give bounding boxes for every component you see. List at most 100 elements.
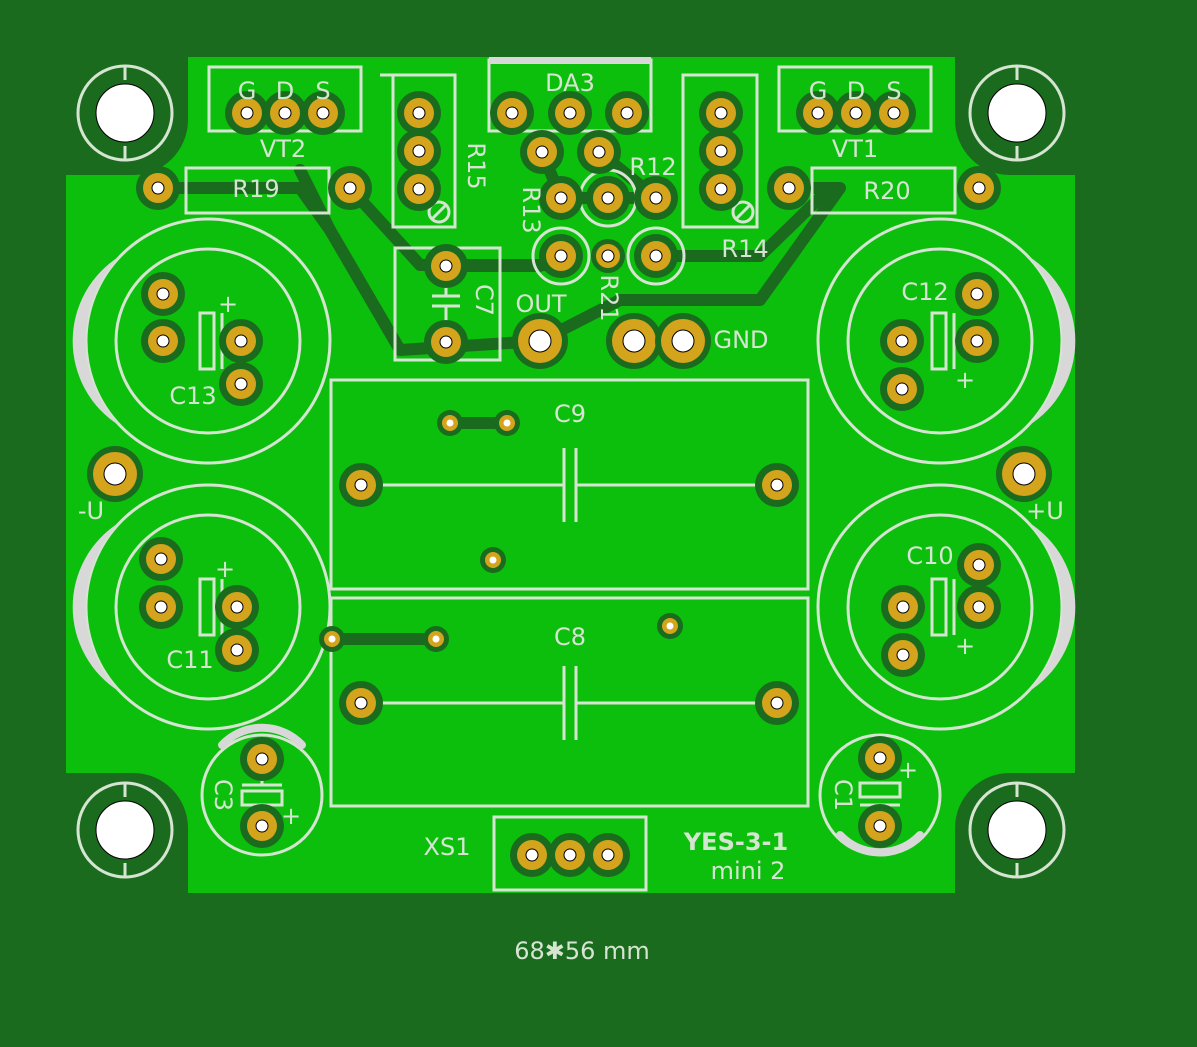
- silk-label: C1: [829, 779, 857, 811]
- pad-hole: [714, 144, 728, 158]
- pad-hole: [972, 558, 986, 572]
- pad-hole: [1012, 462, 1036, 486]
- pad-hole: [234, 334, 248, 348]
- trimmer-screw: [734, 203, 752, 221]
- pad-hole: [849, 106, 863, 120]
- silk-label: VT2: [260, 135, 306, 163]
- pad-hole: [255, 752, 269, 766]
- pad-hole: [439, 259, 453, 273]
- silk-label: +: [955, 632, 975, 660]
- silk-label: DA3: [545, 69, 595, 97]
- capacitor-outline: [200, 733, 324, 857]
- pad-hole: [601, 249, 615, 263]
- pad-hole: [343, 181, 357, 195]
- pad-hole: [156, 334, 170, 348]
- pad-hole: [240, 106, 254, 120]
- pad-hole: [620, 106, 634, 120]
- silk-label: C12: [901, 278, 948, 306]
- pad-hole: [896, 600, 910, 614]
- silk-label: R20: [863, 177, 910, 205]
- pad-hole: [412, 144, 426, 158]
- silk-label: OUT: [515, 290, 566, 318]
- pad-hole: [714, 182, 728, 196]
- pad-hole: [563, 848, 577, 862]
- via-hole: [328, 635, 336, 643]
- pad-hole: [151, 181, 165, 195]
- pad-hole: [714, 106, 728, 120]
- silk-label: C7: [470, 284, 498, 316]
- silk-label: +: [215, 555, 235, 583]
- trace: [650, 182, 836, 262]
- silk-label: R15: [462, 142, 490, 189]
- mounting-hole: [987, 83, 1047, 143]
- silk-label: D: [276, 77, 294, 105]
- board-subtitle: mini 2: [711, 857, 786, 885]
- pad-hole: [811, 106, 825, 120]
- silk-label: R14: [721, 235, 768, 263]
- trimmer-screw: [427, 200, 451, 224]
- silk-label: +: [955, 366, 975, 394]
- component-outline: [329, 378, 810, 591]
- pad-hole: [412, 106, 426, 120]
- mounting-hole: [987, 800, 1047, 860]
- pad-hole: [649, 191, 663, 205]
- pad-hole: [601, 191, 615, 205]
- pad-hole: [316, 106, 330, 120]
- pad-hole: [873, 819, 887, 833]
- capacitor-outline: [816, 217, 1064, 465]
- trimmer-outline: [681, 73, 759, 229]
- trimmer-screw: [731, 200, 755, 224]
- capacitor-outline: [84, 217, 332, 465]
- silk-label: C3: [209, 779, 237, 811]
- silk-label: +: [218, 290, 238, 318]
- silk-label: R21: [595, 274, 623, 321]
- pad-hole: [895, 334, 909, 348]
- trimmer-screw: [430, 203, 448, 221]
- trace: [294, 164, 336, 236]
- board-title: YES-3-1: [683, 828, 788, 856]
- heatsink-tab: [489, 57, 651, 64]
- silk-label: D: [847, 77, 865, 105]
- pad-hole: [554, 249, 568, 263]
- pad-hole: [592, 145, 606, 159]
- silk-label: R13: [517, 186, 545, 233]
- polarity-band: [836, 831, 924, 857]
- via-hole: [503, 419, 511, 427]
- silk-label: +: [898, 756, 918, 784]
- pad-hole: [412, 182, 426, 196]
- silk-label: -U: [78, 497, 104, 525]
- pad-hole: [535, 145, 549, 159]
- pad-hole: [782, 181, 796, 195]
- silk-label: VT1: [832, 135, 878, 163]
- pad-hole: [622, 329, 646, 353]
- resistor-outline: [531, 226, 591, 286]
- silk-label: C8: [554, 623, 586, 651]
- mounting-hole: [95, 800, 155, 860]
- pad-hole: [873, 751, 887, 765]
- silk-label: S: [886, 77, 901, 105]
- polarity-band: [72, 522, 120, 692]
- polarity-band: [218, 723, 306, 749]
- mounting-hole: [95, 83, 155, 143]
- pad-hole: [528, 329, 552, 353]
- pad-hole: [354, 478, 368, 492]
- pad-hole: [887, 106, 901, 120]
- pad-hole: [354, 696, 368, 710]
- cap-symbol: [432, 282, 460, 326]
- pad-hole: [230, 600, 244, 614]
- resistor-outline: [626, 226, 686, 286]
- silk-label: C9: [554, 400, 586, 428]
- pad-hole: [234, 377, 248, 391]
- pad-hole: [970, 287, 984, 301]
- via-hole: [446, 419, 454, 427]
- pad-hole: [895, 382, 909, 396]
- pad-hole: [156, 287, 170, 301]
- pad-hole: [505, 106, 519, 120]
- capacitor-inner: [846, 513, 1034, 701]
- pad-hole: [554, 191, 568, 205]
- silk-label: S: [315, 77, 330, 105]
- pad-hole: [563, 106, 577, 120]
- silk-label: C10: [906, 542, 953, 570]
- via-hole: [489, 556, 497, 564]
